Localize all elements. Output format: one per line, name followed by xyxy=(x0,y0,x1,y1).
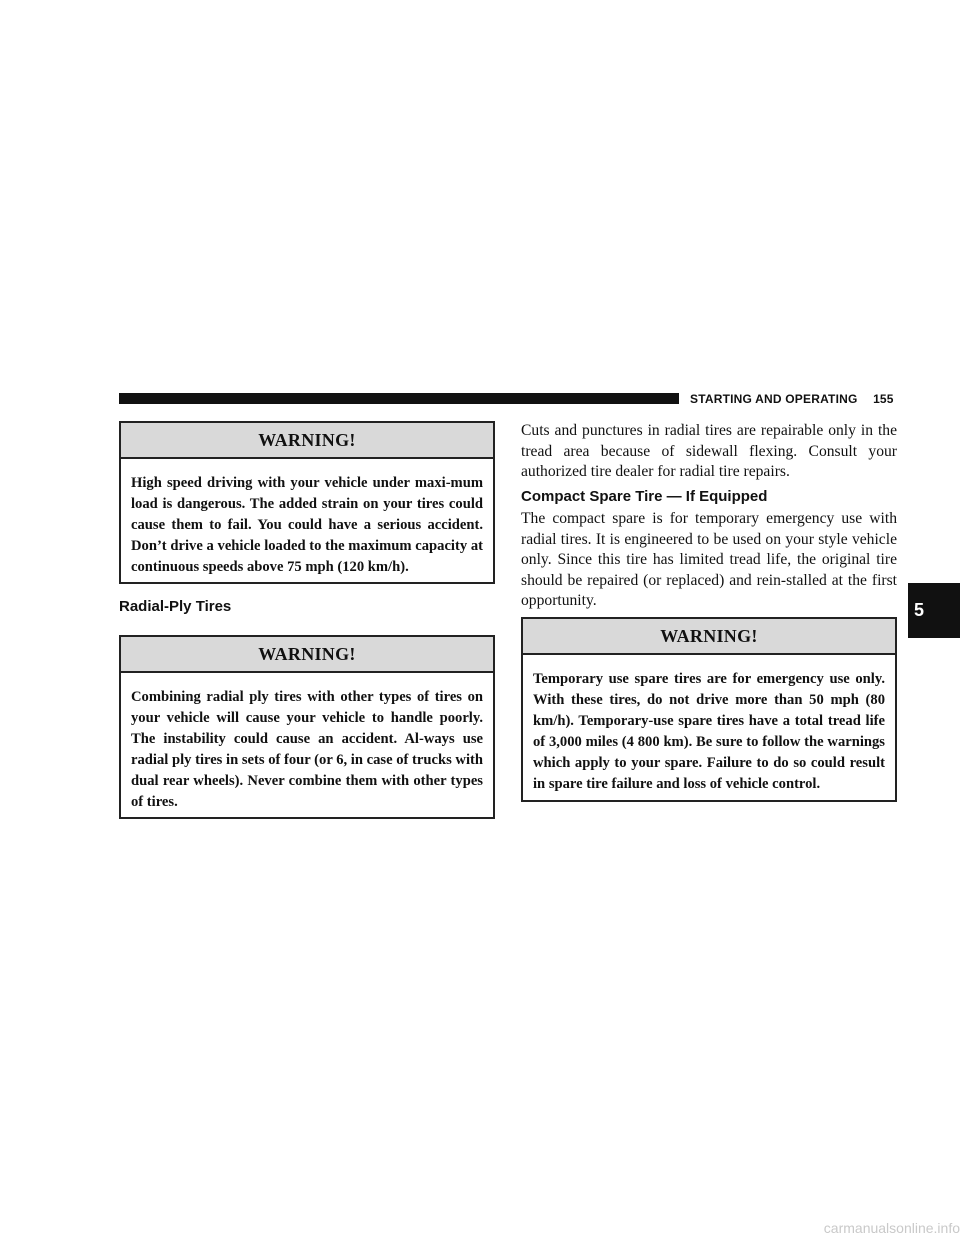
paragraph-compact-spare: The compact spare is for temporary emerg… xyxy=(521,510,897,609)
section-heading-compact-spare: Compact Spare Tire — If Equipped xyxy=(521,488,768,505)
warning-box-radial-ply: WARNING! Combining radial ply tires with… xyxy=(119,635,495,819)
chapter-tab: 5 xyxy=(908,583,960,638)
warning-text: Temporary use spare tires are for emerge… xyxy=(533,671,885,792)
section-heading-radial-ply: Radial-Ply Tires xyxy=(119,598,232,615)
watermark: carmanualsonline.info xyxy=(823,1220,960,1236)
warning-text: High speed driving with your vehicle und… xyxy=(131,475,483,575)
warning-title: WARNING! xyxy=(121,637,493,673)
running-header: STARTING AND OPERATING 155 xyxy=(690,390,894,408)
warning-box-spare-tire: WARNING! Temporary use spare tires are f… xyxy=(521,617,897,802)
warning-text: Combining radial ply tires with other ty… xyxy=(131,689,483,810)
warning-title: WARNING! xyxy=(121,423,493,459)
section-title: STARTING AND OPERATING xyxy=(690,392,858,406)
warning-box-high-speed: WARNING! High speed driving with your ve… xyxy=(119,421,495,584)
header-rule xyxy=(119,393,679,404)
page-number: 155 xyxy=(873,392,894,406)
paragraph-radial-repair: Cuts and punctures in radial tires are r… xyxy=(521,422,897,480)
warning-title: WARNING! xyxy=(523,619,895,655)
